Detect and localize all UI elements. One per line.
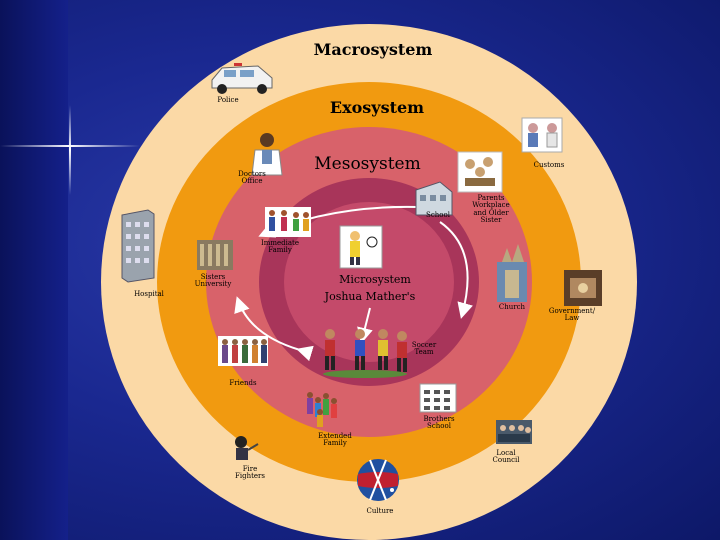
microsystem-title: Microsystem [339,273,411,286]
mesosystem-title: Mesosystem [314,154,421,174]
extended-family-icon [307,392,337,427]
government-label: Government/Law [548,307,596,323]
church-label: Church [498,303,526,311]
hospital-label: Hospital [134,290,164,298]
parents-workplace-icon [457,151,503,193]
police-car-icon [211,63,273,94]
church-icon [497,244,527,302]
arrow-soccer-university [234,296,314,362]
left-stripe [0,0,68,540]
school-building-icon [415,181,453,216]
center-circle [284,202,454,362]
immediate-family-icon [265,207,311,237]
center-name: Joshua Mather's [324,290,416,303]
fire-fighter-icon [235,436,259,460]
sparkle-vertical [69,105,71,195]
school-label: School [426,211,450,219]
university-building-icon [197,240,233,270]
globe-icon [357,459,399,501]
boy-with-ball-icon [339,225,383,269]
culture-label: Culture [366,507,394,515]
hospital-building-icon [121,209,155,283]
exosystem-title: Exosystem [329,98,425,117]
macrosystem-title: Macrosystem [313,40,433,59]
friends-label: Friends [229,379,257,387]
brothers-school-icon [419,383,457,413]
police-label: Police [217,96,239,104]
customs-icon [521,117,563,153]
soccer-team-icon [323,329,407,378]
government-icon [564,270,602,306]
arrow-school-church [439,221,473,319]
doctor-icon [251,133,283,176]
friends-icon [218,336,268,366]
local-council-icon [496,420,532,444]
customs-label: Customs [533,161,565,169]
